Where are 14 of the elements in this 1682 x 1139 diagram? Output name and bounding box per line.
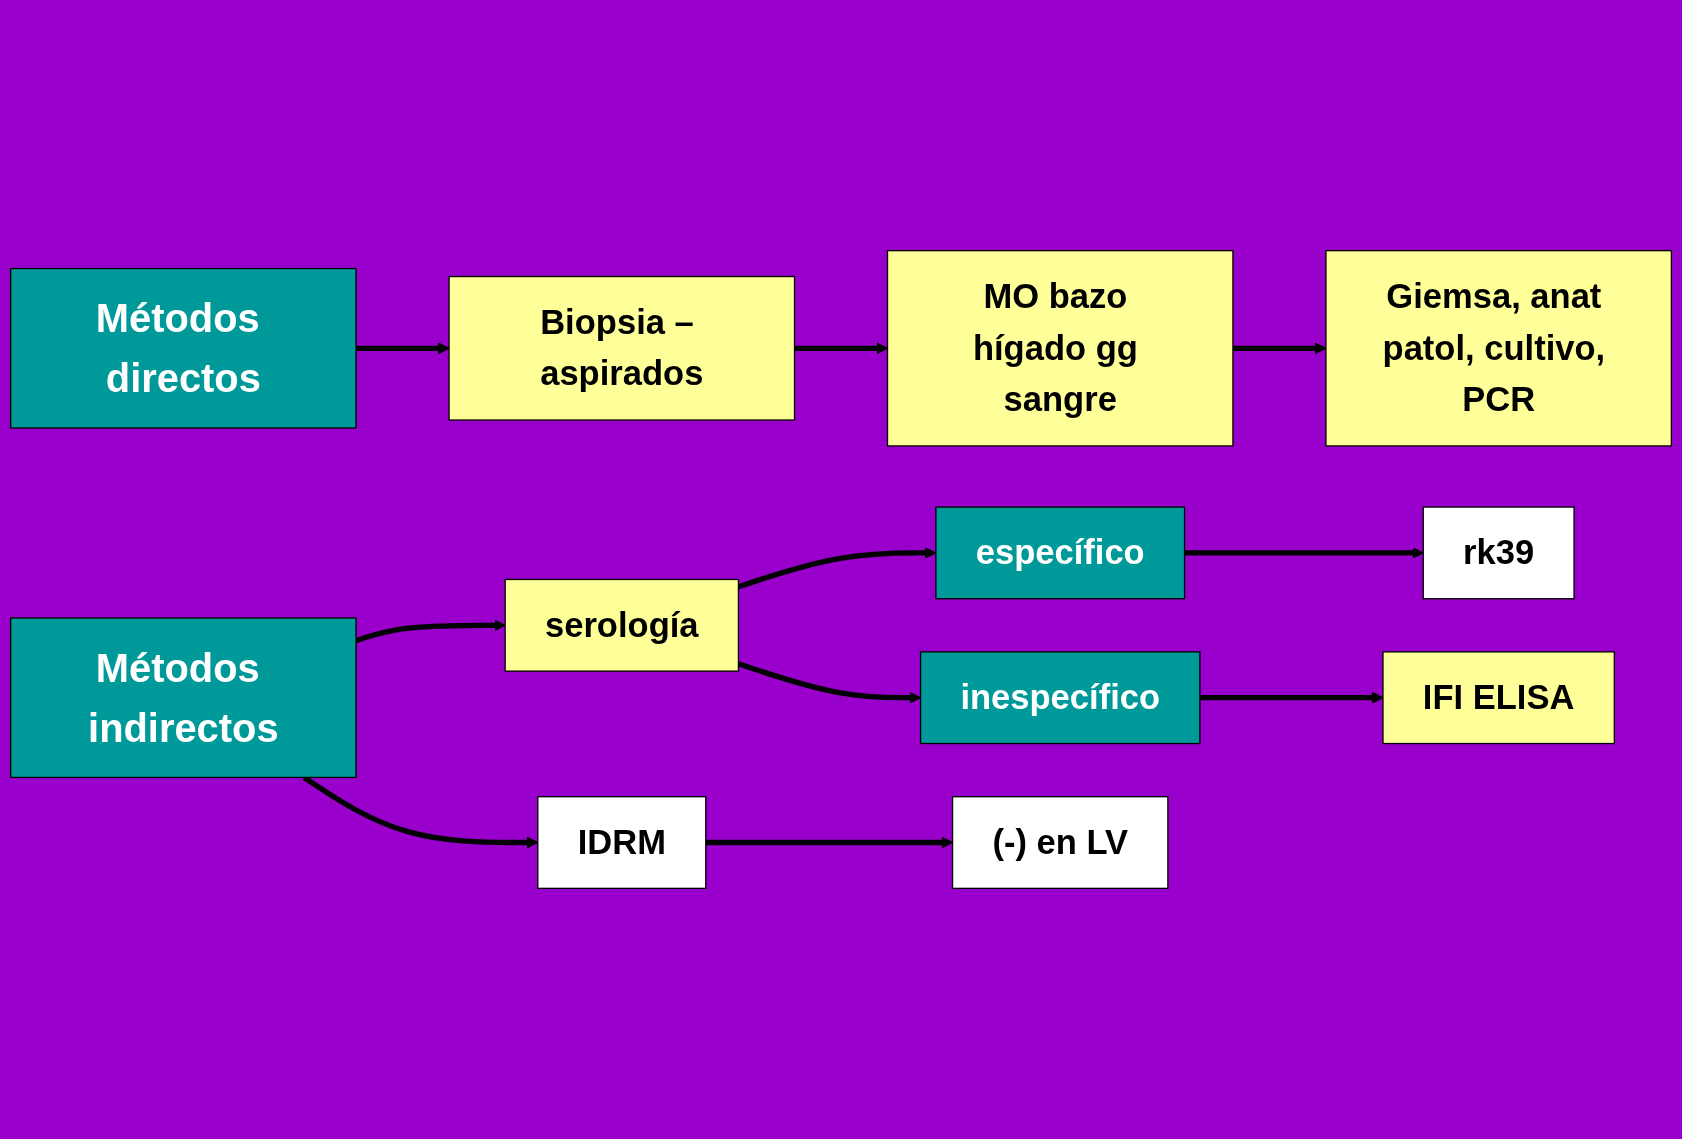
node-box: específico: [935, 506, 1186, 600]
node-box: IFI ELISA: [1382, 651, 1615, 745]
node-box: Biopsia – aspirados: [448, 275, 796, 421]
node-box: rk39: [1422, 506, 1575, 600]
node-box: MO bazo hígado gg sangre: [886, 249, 1234, 447]
arrow: [1184, 547, 1424, 559]
node-box: serología: [504, 578, 740, 672]
node-box: Métodos directos: [9, 267, 357, 429]
arrow: [356, 342, 450, 355]
node-box: (-) en LV: [951, 796, 1169, 890]
node-box: Métodos indirectos: [9, 617, 357, 779]
node-box: inespecífico: [919, 651, 1201, 745]
node-box: Giemsa, anat patol, cultivo, PCR: [1325, 249, 1673, 447]
node-box: IDRM: [537, 796, 707, 890]
